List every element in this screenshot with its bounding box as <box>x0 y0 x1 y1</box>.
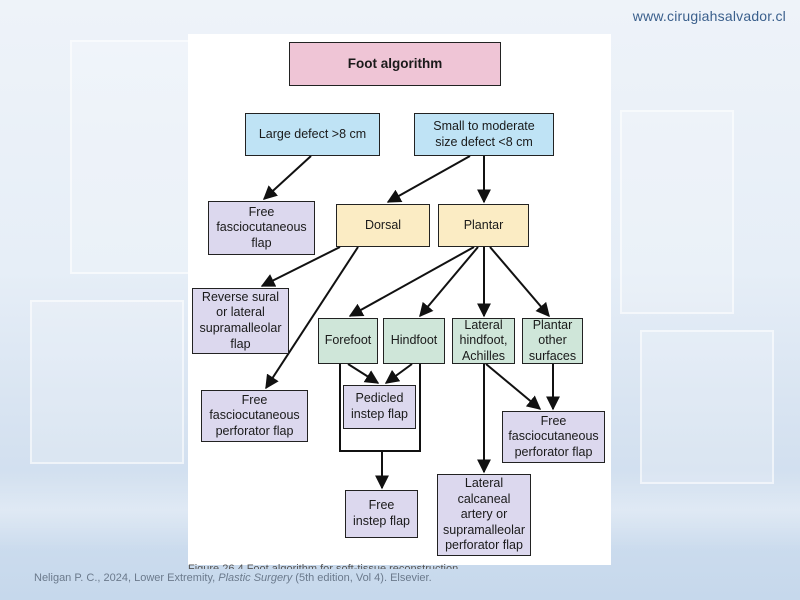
dorsal-box: Dorsal <box>336 204 430 247</box>
arrow-dorsal-to-free-perf-left <box>265 246 359 390</box>
arrow-dorsal-to-reverse-sural <box>260 246 341 287</box>
site-url: www.cirugiahsalvador.cl <box>632 8 786 24</box>
background-building-shape <box>30 300 184 464</box>
large-defect-box: Large defect >8 cm <box>245 113 380 156</box>
bracket-to-free-instep <box>339 364 421 452</box>
arrow-large-to-free-flap <box>262 155 312 200</box>
arrow-lateral-to-free-perf-right <box>485 363 542 410</box>
plantar-box: Plantar <box>438 204 529 247</box>
arrow-plantar-to-plantar-other <box>489 246 550 318</box>
free-fasciocutaneous-flap-box: Free fasciocutaneous flap <box>208 201 315 255</box>
small-defect-box: Small to moderate size defect <8 cm <box>414 113 554 156</box>
plantar-other-surfaces-box: Plantar other surfaces <box>522 318 583 364</box>
citation-authors: Neligan P. C., 2024, Lower Extremity, <box>34 572 216 584</box>
forefoot-box: Forefoot <box>318 318 378 364</box>
arrow-plantar-to-hindfoot <box>419 246 479 318</box>
citation-book: Plastic Surgery <box>218 572 293 584</box>
figure-caption: Figure 26.4 Foot algorithm for soft-tiss… <box>188 563 462 569</box>
arrow-forefoot-to-pedicled <box>347 363 380 384</box>
background-building-shape <box>620 110 734 314</box>
free-instep-flap-box: Free instep flap <box>345 490 418 538</box>
citation-details: (5th edition, Vol 4). Elsevier. <box>295 572 432 584</box>
lateral-hindfoot-box: Lateral hindfoot, Achilles <box>452 318 515 364</box>
background-building-shape <box>640 330 774 484</box>
free-fasciocutaneous-perforator-flap-left-box: Free fasciocutaneous perforator flap <box>201 390 308 442</box>
free-fasciocutaneous-perforator-flap-right-box: Free fasciocutaneous perforator flap <box>502 411 605 463</box>
lateral-calcaneal-artery-flap-box: Lateral calcaneal artery or supramalleol… <box>437 474 531 556</box>
citation: Neligan P. C., 2024, Lower Extremity, Pl… <box>34 572 432 584</box>
pedicled-instep-flap-box: Pedicled instep flap <box>343 385 416 429</box>
foot-algorithm-title: Foot algorithm <box>289 42 501 86</box>
arrow-plantar-to-forefoot <box>348 246 475 317</box>
background-building-shape <box>70 40 194 274</box>
hindfoot-box: Hindfoot <box>383 318 445 364</box>
arrow-hindfoot-to-pedicled <box>384 363 413 384</box>
arrow-small-to-dorsal <box>386 155 471 203</box>
reverse-sural-flap-box: Reverse sural or lateral supramalleolar … <box>192 288 289 354</box>
